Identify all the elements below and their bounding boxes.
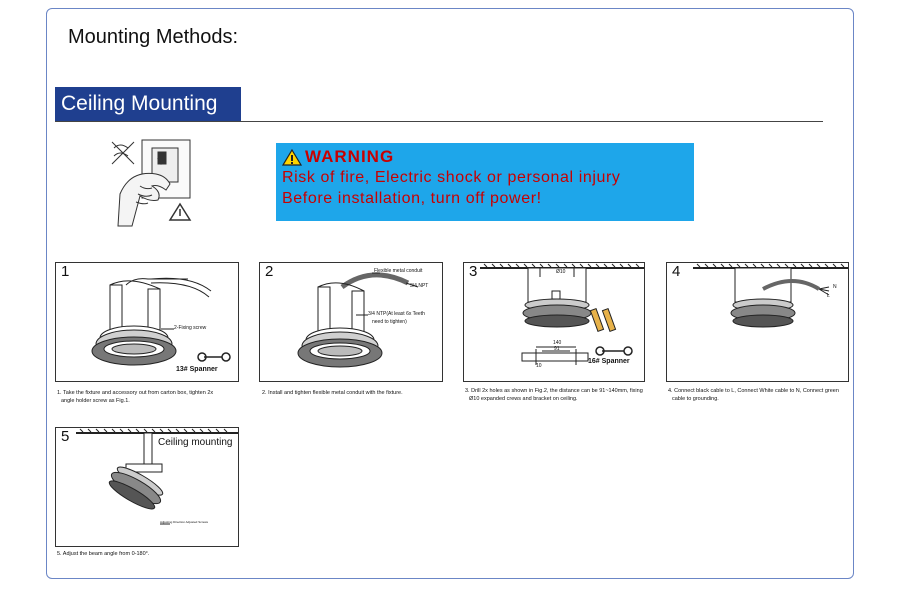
caption-line: 5. Adjust the beam angle from 0-180°. <box>57 550 239 558</box>
warning-banner: WARNING Risk of fire, Electric shock or … <box>276 143 694 221</box>
caption-line: cable to grounding. <box>668 395 850 403</box>
caption-line: Ø10 expanded crews and bracket on ceilin… <box>465 395 647 403</box>
step-1-caption: 1. Take the fixture and accessory out fr… <box>57 389 239 405</box>
step-4-illustration <box>667 263 848 381</box>
caption-line: 1. Take the fixture and accessory out fr… <box>57 389 239 397</box>
label-adjust-note: Adjusting Direction Adjusted Screws <box>160 520 208 524</box>
wrench-icon <box>596 347 632 355</box>
label-l: L <box>827 293 830 299</box>
label-dim-side: 10 <box>536 363 542 369</box>
warning-line-2: Before installation, turn off power! <box>282 188 694 209</box>
warning-triangle-icon <box>282 149 302 166</box>
step-3-panel: 3 Ø10 140 91 10 16# Spanner <box>463 262 645 382</box>
step-2-illustration <box>260 263 442 381</box>
label-ntp-note: need to tighten) <box>372 319 407 325</box>
step-4-panel: 4 N L <box>666 262 849 382</box>
caption-line: 4. Connect black cable to L, Connect Whi… <box>668 387 850 395</box>
caption-line: 3. Drill 2x holes as shown in Fig.2, the… <box>465 387 647 395</box>
label-ceiling-mounting: Ceiling mounting <box>158 437 233 448</box>
caption-line: 2. Install and tighten flexible metal co… <box>262 389 444 397</box>
step-2-panel: 2 Flexible metal conduit 3/4 NPT 3/4 NTP… <box>259 262 443 382</box>
step-1-illustration <box>56 263 238 381</box>
step-2-caption: 2. Install and tighten flexible metal co… <box>262 389 444 397</box>
page-title: Mounting Methods: <box>68 26 238 49</box>
wrench-icon <box>198 353 230 361</box>
section-title: Ceiling Mounting <box>55 87 241 121</box>
step-4-caption: 4. Connect black cable to L, Connect Whi… <box>668 387 850 403</box>
step-5-caption: 5. Adjust the beam angle from 0-180°. <box>57 550 239 558</box>
warning-line-1: Risk of fire, Electric shock or personal… <box>282 167 694 188</box>
section-divider <box>55 121 823 122</box>
step-1-panel: 1 2-Fixing screw 13# Spanner <box>55 262 239 382</box>
label-ntp: 3/4 NTP(At least 6x Teeth <box>368 311 425 317</box>
caption-line: angle holder screw as Fig.1. <box>57 397 239 405</box>
label-n: N <box>833 284 837 290</box>
label-spanner: 13# Spanner <box>176 366 218 373</box>
label-dim-mid: 91 <box>554 346 560 352</box>
label-npt: 3/4 NPT <box>410 283 428 289</box>
label-spanner: 16# Spanner <box>588 358 630 365</box>
label-hole: Ø10 <box>556 269 565 275</box>
label-conduit: Flexible metal conduit <box>374 268 422 274</box>
step-5-panel: 5 Ceiling mounting Adjusting Direction A… <box>55 427 239 547</box>
step-3-caption: 3. Drill 2x holes as shown in Fig.2, the… <box>465 387 647 403</box>
label-fixing-screw: 2-Fixing screw <box>174 325 206 331</box>
warning-title: WARNING <box>305 147 394 167</box>
hand-switch-icon <box>100 134 200 230</box>
